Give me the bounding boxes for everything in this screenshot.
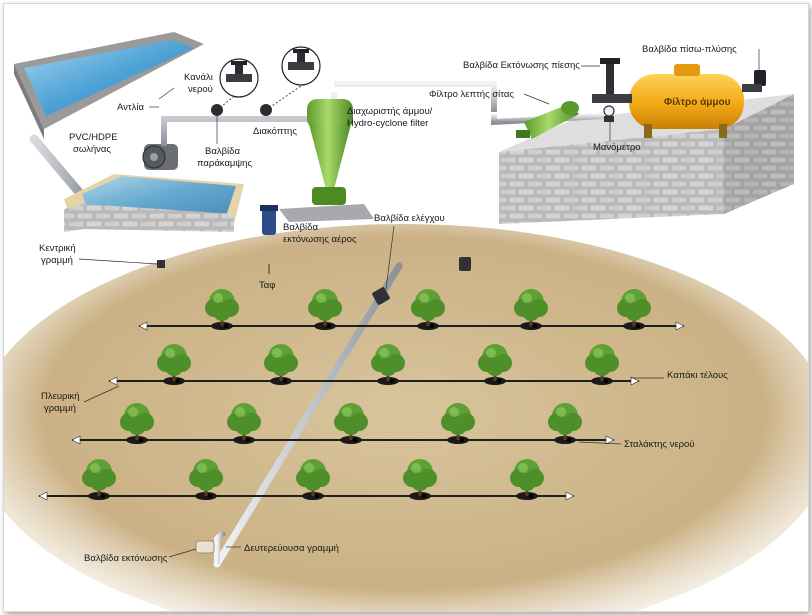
label-gauge: Μανόμετρο: [593, 142, 641, 153]
dripper: [100, 493, 106, 499]
label-main-line-2: γραμμή: [41, 255, 73, 266]
diagram-frame: Κανάλι νερού Αντλία PVC/HDPE σωλήνας Βαλ…: [3, 3, 809, 612]
sand-filter-tank: [629, 64, 744, 138]
tree: [227, 403, 261, 444]
dripper: [603, 378, 609, 384]
label-canal-1: Κανάλι: [184, 72, 213, 83]
lateral-start-cap: [108, 376, 118, 386]
tree: [205, 289, 239, 330]
label-main-line-1: Κεντρική: [39, 243, 76, 254]
dripper: [223, 323, 229, 329]
fine-screen-filter: [516, 101, 579, 139]
label-pump: Αντλία: [117, 102, 145, 113]
pressure-relief-valve: [592, 58, 632, 103]
backwash-valve: [742, 70, 766, 92]
lateral-start-cap: [138, 321, 148, 331]
label-switch: Διακόπτης: [253, 126, 297, 137]
water-canal: [14, 32, 204, 139]
tree: [585, 344, 619, 385]
label-control-valve: Βαλβίδα ελέγχου: [374, 213, 445, 224]
tree: [296, 459, 330, 500]
tree: [411, 289, 445, 330]
tree: [157, 344, 191, 385]
label-backwash: Βαλβίδα πίσω-πλύσης: [642, 44, 737, 55]
label-submain: Δευτερεύουσα γραμμή: [244, 543, 339, 554]
field-ground: [4, 224, 808, 611]
dripper: [496, 378, 502, 384]
tree: [264, 344, 298, 385]
label-pvc-2: σωλήνας: [73, 144, 111, 155]
dripper: [175, 378, 181, 384]
label-fine-filter: Φίλτρο λεπτής σίτας: [429, 89, 514, 100]
tree: [334, 403, 368, 444]
dripper: [459, 437, 465, 443]
dripper: [282, 378, 288, 384]
bypass-valve-zoom: [219, 58, 259, 98]
dripper: [245, 437, 251, 443]
label-air-valve-2: εκτόνωσης αέρος: [283, 234, 357, 245]
control-valve: [372, 287, 390, 305]
labels: Κανάλι νερού Αντλία PVC/HDPE σωλήνας Βαλ…: [39, 44, 760, 564]
submain-line: [213, 262, 403, 568]
switch-valve-zoom: [281, 46, 321, 86]
water-reservoir: [64, 174, 244, 232]
tree: [514, 289, 548, 330]
dripper: [389, 378, 395, 384]
lateral-end-cap: [675, 321, 685, 331]
tree: [548, 403, 582, 444]
main-line-end-cap: [157, 260, 165, 268]
tree: [82, 459, 116, 500]
label-bypass-2: παράκαμψης: [197, 158, 252, 169]
label-lateral-1: Πλευρική: [41, 391, 80, 402]
dripper: [326, 323, 332, 329]
label-cyclone-1: Διαχωριστής άμμου/: [347, 106, 433, 117]
label-cyclone-2: Hydro-cyclone filter: [347, 118, 428, 129]
dripper: [566, 437, 572, 443]
label-end-cap: Καπάκι τέλους: [667, 370, 728, 381]
label-lateral-2: γραμμή: [44, 403, 76, 414]
tree: [441, 403, 475, 444]
dripper: [528, 493, 534, 499]
tree: [371, 344, 405, 385]
dripper: [138, 437, 144, 443]
tree: [478, 344, 512, 385]
hydro-cyclone-filter: [279, 81, 497, 222]
label-air-valve-1: Βαλβίδα: [283, 222, 318, 233]
air-release-valve: [260, 205, 278, 260]
dripper: [352, 437, 358, 443]
dripper: [207, 493, 213, 499]
tree: [617, 289, 651, 330]
flush-valve: [195, 529, 227, 564]
tree: [403, 459, 437, 500]
lateral-end-cap: [565, 491, 575, 501]
dripper: [532, 323, 538, 329]
lateral-end-cap: [630, 376, 640, 386]
dripper: [635, 323, 641, 329]
label-tee: Ταφ: [259, 280, 275, 291]
label-canal-2: νερού: [188, 84, 213, 95]
irrigation-diagram: Κανάλι νερού Αντλία PVC/HDPE σωλήνας Βαλ…: [4, 32, 808, 611]
tree: [510, 459, 544, 500]
lateral-lines: [38, 289, 685, 501]
dripper: [429, 323, 435, 329]
pump: [142, 144, 178, 194]
label-bypass-1: Βαλβίδα: [205, 146, 240, 157]
lateral-start-cap: [38, 491, 48, 501]
dripper: [314, 493, 320, 499]
tree: [120, 403, 154, 444]
main-line-valve: [459, 257, 471, 271]
label-pressure-relief: Βαλβίδα Εκτόνωσης πίεσης: [463, 60, 580, 71]
lateral-end-cap: [605, 435, 615, 445]
dripper: [421, 493, 427, 499]
lateral-start-cap: [71, 435, 81, 445]
label-flush-valve: Βαλβίδα εκτόνωσης: [84, 553, 168, 564]
tree: [308, 289, 342, 330]
label-sand-filter: Φίλτρο άμμου: [664, 97, 731, 108]
label-pvc-1: PVC/HDPE: [69, 132, 118, 143]
label-dripper: Σταλάκτης νερού: [624, 439, 695, 450]
tree: [189, 459, 223, 500]
